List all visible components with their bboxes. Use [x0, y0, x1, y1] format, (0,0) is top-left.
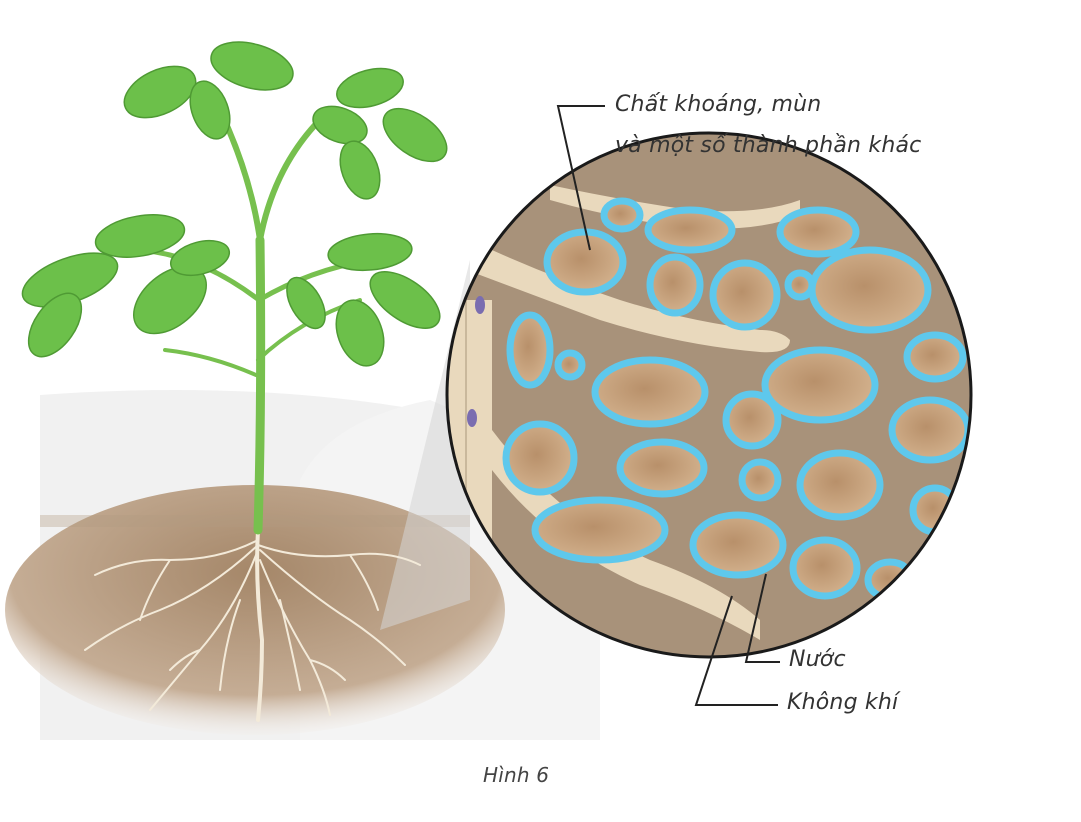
figure-caption: Hình 6 — [483, 763, 549, 787]
plant-leaves — [15, 34, 455, 373]
label-minerals-line1: Chất khoáng, mùn — [615, 92, 821, 117]
label-air: Không khí — [787, 690, 898, 715]
label-water: Nước — [789, 647, 846, 672]
label-minerals-line2: và một số thành phần khác — [615, 133, 921, 158]
